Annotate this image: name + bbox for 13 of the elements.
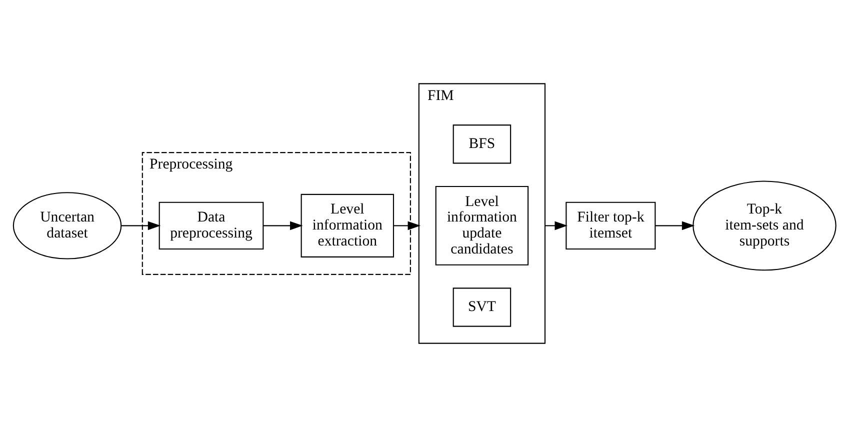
node-box: Filter top-k itemset <box>566 202 656 250</box>
arrow <box>655 221 695 230</box>
arrow <box>545 221 568 230</box>
node-box: Level information extraction <box>300 194 394 258</box>
node-box: BFS <box>452 124 512 164</box>
node-box: SVT <box>452 288 512 327</box>
arrow <box>394 221 421 230</box>
node-ellipse: Uncertan dataset <box>12 192 122 260</box>
node-box: Level information update candidates <box>435 186 529 266</box>
arrow <box>122 221 161 230</box>
node-box: Data preprocessing <box>158 202 264 250</box>
node-ellipse: Top-k item-sets and supports <box>692 180 836 271</box>
arrow <box>263 221 303 230</box>
